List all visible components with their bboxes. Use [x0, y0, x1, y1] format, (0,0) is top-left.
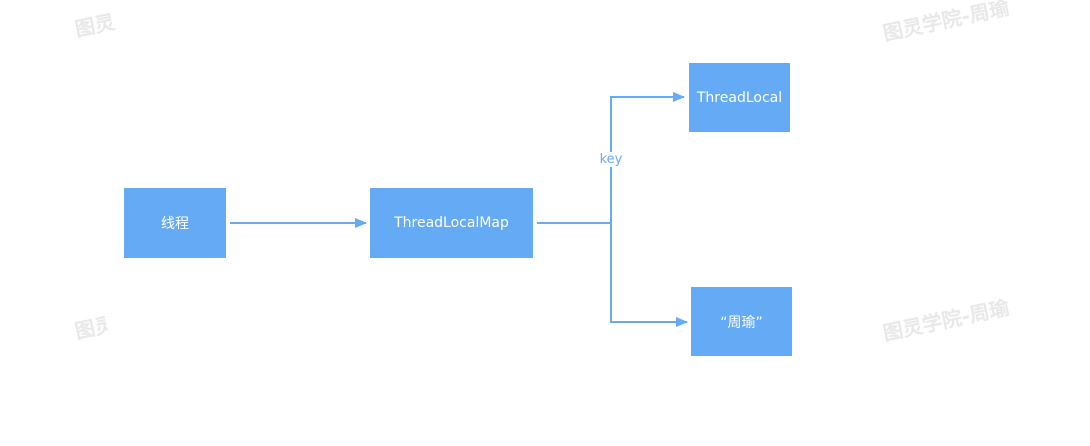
node-thread[interactable]: 线程	[124, 188, 226, 258]
edge-map-to-value	[537, 222, 688, 327]
node-threadlocal[interactable]: ThreadLocal	[689, 63, 790, 132]
node-threadlocalmap-label: ThreadLocalMap	[394, 215, 509, 231]
node-threadlocalmap[interactable]: ThreadLocalMap	[370, 188, 533, 258]
node-thread-label: 线程	[161, 216, 189, 232]
node-value[interactable]: “周瑜”	[691, 287, 792, 356]
node-value-label: “周瑜”	[720, 314, 763, 331]
edge-label-key: key	[596, 152, 626, 167]
node-threadlocal-label: ThreadLocal	[696, 89, 783, 106]
